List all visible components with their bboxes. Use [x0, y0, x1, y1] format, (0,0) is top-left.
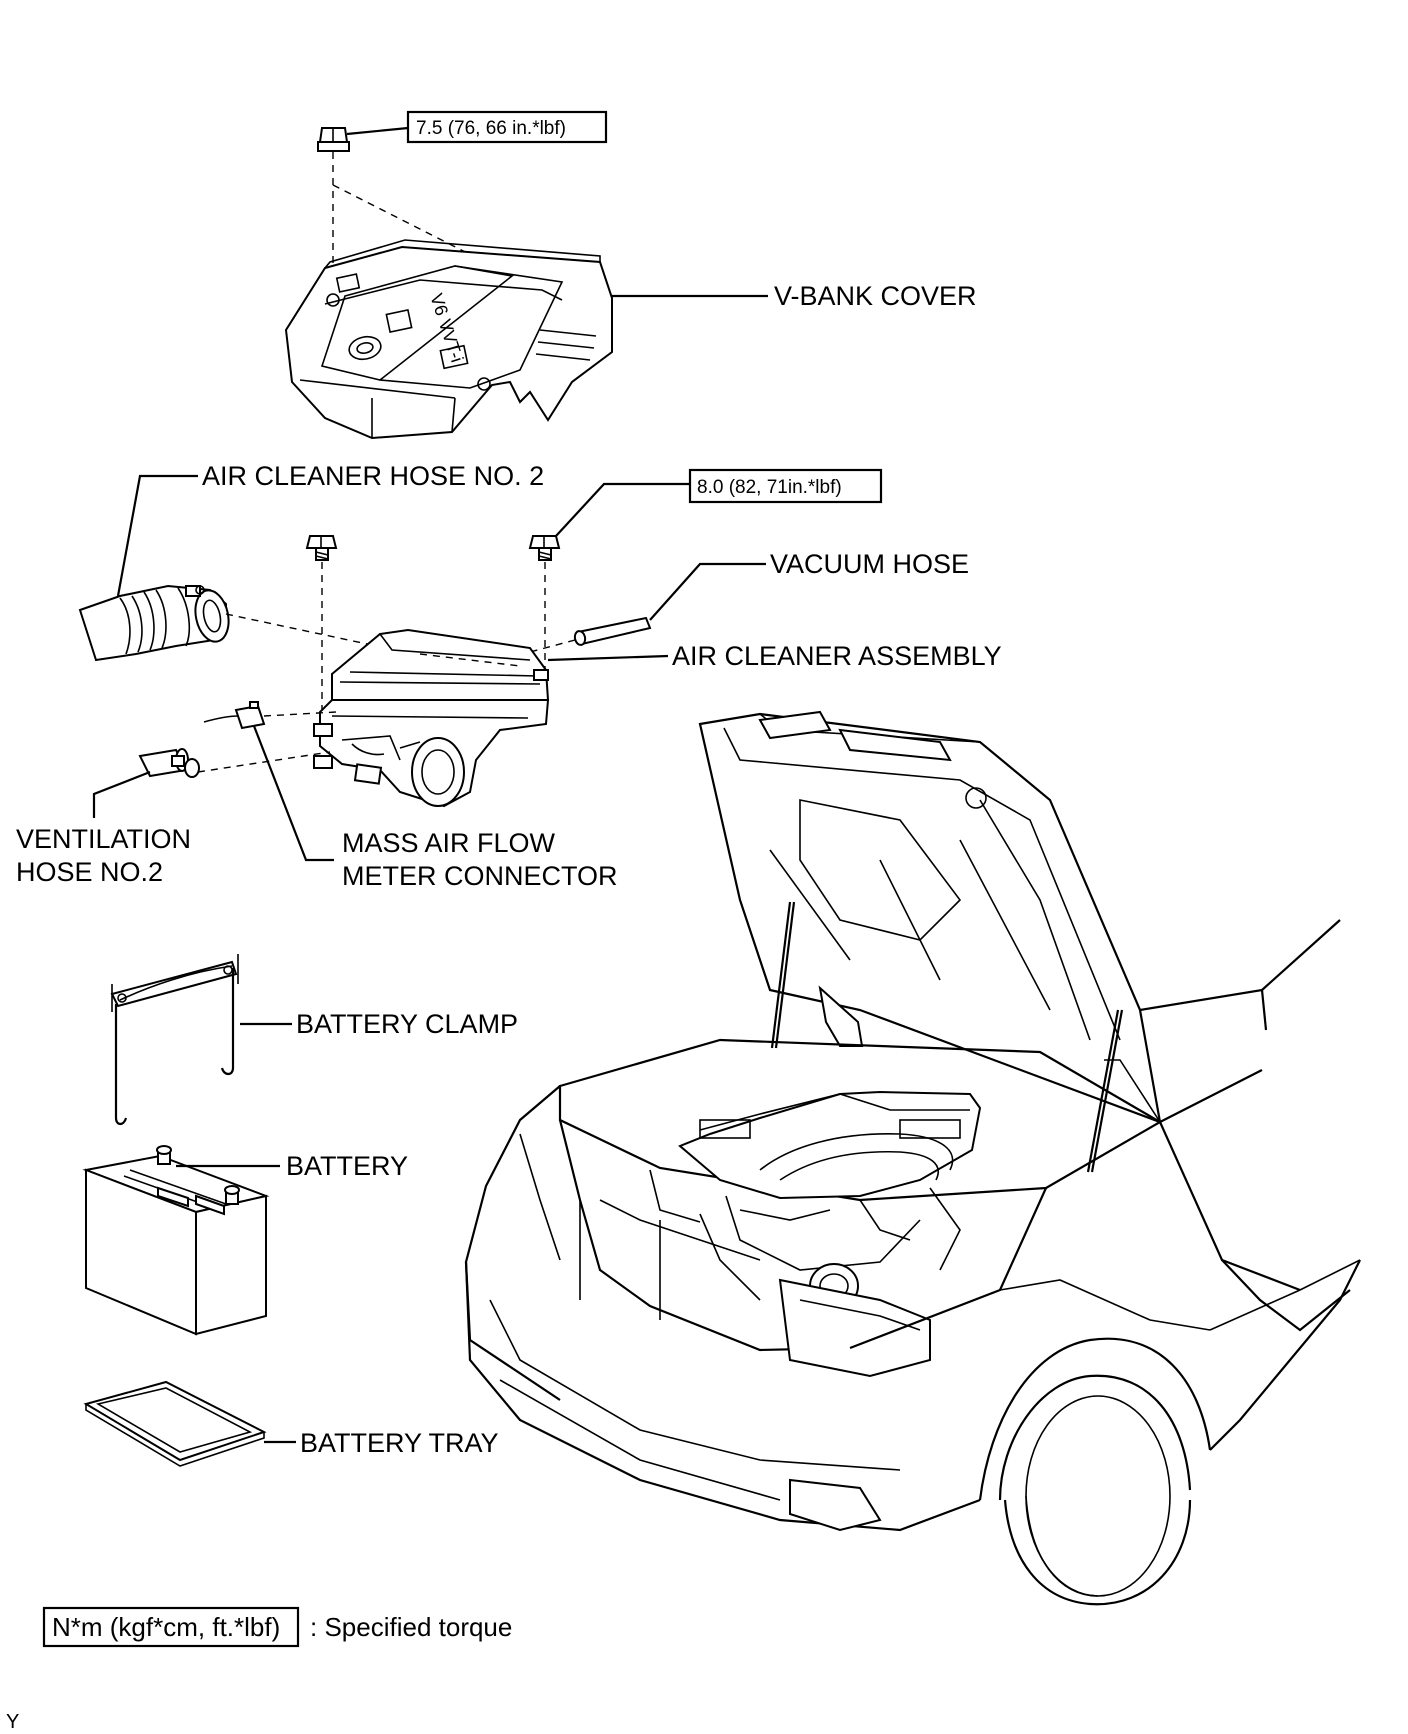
svg-text:BATTERY TRAY: BATTERY TRAY [300, 1428, 499, 1458]
svg-text:AIR CLEANER ASSEMBLY: AIR CLEANER ASSEMBLY [672, 641, 1002, 671]
air-cleaner-assembly-part [313, 628, 550, 808]
vehicle-illustration [464, 710, 1361, 1606]
label-battery-tray: BATTERY TRAY [264, 1428, 499, 1458]
v-bank-cover-part: V6 VVT-i [284, 127, 613, 440]
svg-text:MASS AIR FLOW: MASS AIR FLOW [342, 828, 556, 858]
svg-text:V-BANK COVER: V-BANK COVER [774, 281, 977, 311]
vacuum-hose-part [573, 616, 652, 646]
svg-text:HOSE NO.2: HOSE NO.2 [16, 857, 163, 887]
svg-text:VENTILATION: VENTILATION [16, 824, 191, 854]
torque-spec-cover-nut: 7.5 (76, 66 in.*lbf) [346, 110, 608, 144]
torque-legend: N*m (kgf*cm, ft.*lbf) : Specified torque [42, 1606, 512, 1648]
svg-text:8.0 (82, 71in.*lbf): 8.0 (82, 71in.*lbf) [697, 477, 842, 498]
label-mass-air-flow: MASS AIR FLOW METER CONNECTOR [252, 725, 618, 891]
torque-spec-air-cleaner-bolt: 8.0 (82, 71in.*lbf) [555, 468, 883, 537]
svg-text:METER CONNECTOR: METER CONNECTOR [342, 861, 618, 891]
air-cleaner-bolt-left [305, 535, 338, 561]
mass-air-flow-connector-part [203, 701, 266, 730]
label-vacuum-hose: VACUUM HOSE [649, 549, 969, 621]
battery-part [82, 1145, 270, 1336]
battery-tray-part [83, 1380, 267, 1467]
ventilation-hose-part [138, 748, 200, 778]
label-v-bank-cover: V-BANK COVER [612, 281, 977, 311]
legend-unit-box: N*m (kgf*cm, ft.*lbf) [52, 1612, 280, 1642]
cover-nut [317, 127, 350, 152]
battery-clamp-part [110, 954, 239, 1126]
corner-mark: Y [6, 1711, 19, 1733]
air-cleaner-hose-part [78, 584, 230, 662]
svg-text:7.5 (76, 66 in.*lbf): 7.5 (76, 66 in.*lbf) [416, 118, 566, 139]
label-ventilation-hose: VENTILATION HOSE NO.2 [16, 770, 191, 887]
svg-text:VACUUM HOSE: VACUUM HOSE [770, 549, 969, 579]
label-battery-clamp: BATTERY CLAMP [240, 1009, 518, 1039]
engine [649, 1090, 982, 1309]
label-air-cleaner-assembly: AIR CLEANER ASSEMBLY [547, 641, 1002, 671]
label-battery: BATTERY [176, 1151, 408, 1181]
svg-text:BATTERY: BATTERY [286, 1151, 408, 1181]
air-cleaner-bolt-right [528, 535, 561, 561]
svg-text:BATTERY CLAMP: BATTERY CLAMP [296, 1009, 518, 1039]
legend-description: : Specified torque [310, 1612, 512, 1642]
svg-text:AIR CLEANER HOSE NO. 2: AIR CLEANER HOSE NO. 2 [202, 461, 544, 491]
label-air-cleaner-hose: AIR CLEANER HOSE NO. 2 [116, 461, 544, 597]
